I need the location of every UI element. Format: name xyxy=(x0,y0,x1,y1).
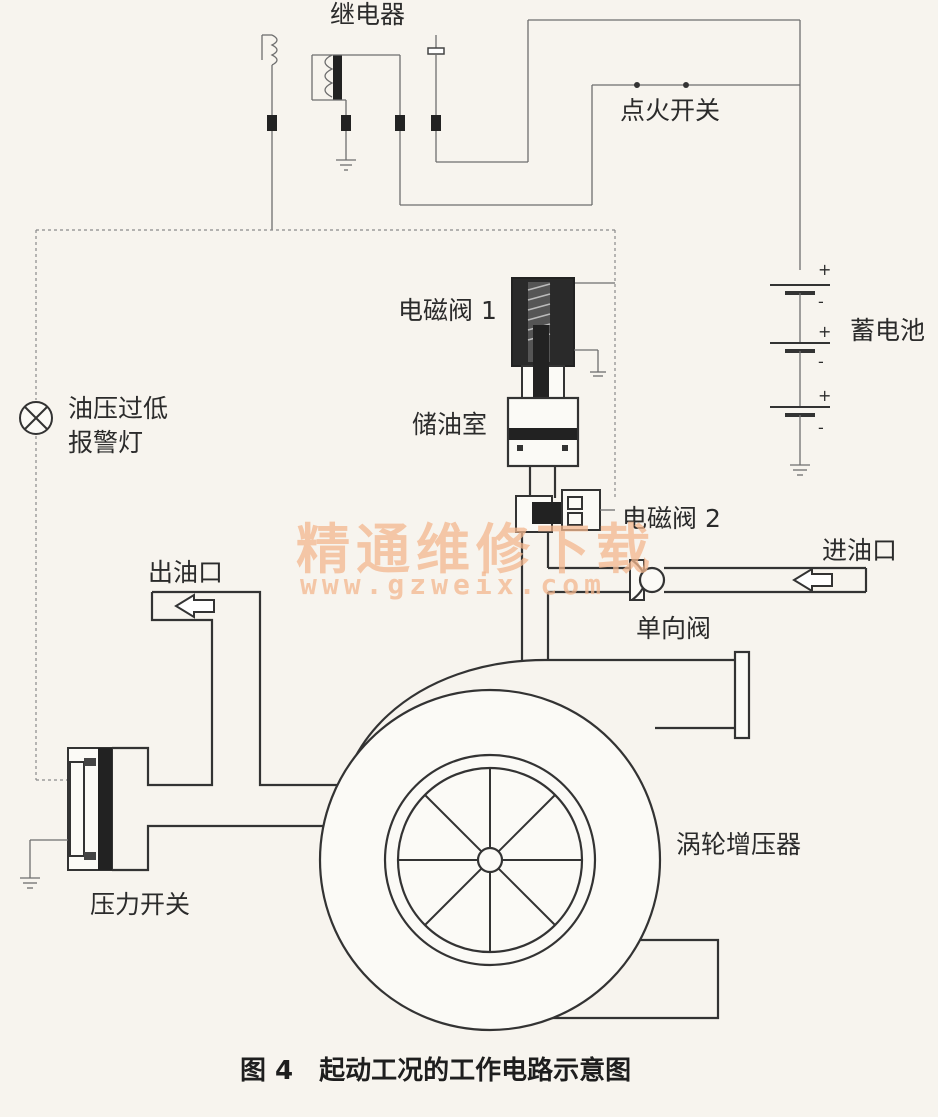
wiring xyxy=(35,19,801,781)
oil-outlet-pipe xyxy=(112,590,340,872)
check-valve-symbol xyxy=(629,559,868,601)
battery-symbol xyxy=(770,284,830,476)
figure-caption: 图 4 起动工况的工作电路示意图 xyxy=(240,1056,632,1086)
pressure-switch-label: 压力开关 xyxy=(90,890,191,919)
oil-pipe-vertical xyxy=(520,466,632,660)
turbocharger-symbol xyxy=(318,650,751,1032)
battery-plus-1: + xyxy=(818,260,832,279)
watermark-cn: 精通维修下载 xyxy=(296,518,656,581)
solenoid-valve-2-symbol xyxy=(515,489,615,533)
battery-minus-2: - xyxy=(818,352,824,371)
oil-outlet-label: 出油口 xyxy=(148,558,224,587)
battery-minus-1: - xyxy=(818,292,824,311)
inlet-arrow-icon xyxy=(792,567,833,593)
solenoid-valve-2-label: 电磁阀 2 xyxy=(622,504,721,533)
watermark-url: www.gzweix.com xyxy=(300,568,607,601)
warning-lamp-symbol xyxy=(19,401,53,435)
warning-lamp-label-line2: 报警灯 xyxy=(68,428,144,457)
battery-minus-3: - xyxy=(818,418,824,437)
solenoid-valve-1-label: 电磁阀 1 xyxy=(398,296,497,325)
warning-lamp-label-line1: 油压过低 xyxy=(68,394,169,423)
oil-chamber-symbol xyxy=(506,396,580,468)
check-valve-label: 单向阀 xyxy=(636,614,712,643)
solenoid-valve-1-symbol xyxy=(511,277,606,425)
relay-label: 继电器 xyxy=(330,0,406,29)
battery-plus-2: + xyxy=(818,322,832,341)
oil-inlet-label: 进油口 xyxy=(822,536,898,565)
outlet-arrow-icon xyxy=(174,593,215,619)
turbocharger-label: 涡轮增压器 xyxy=(676,830,802,859)
battery-plus-3: + xyxy=(818,386,832,405)
ignition-switch-label: 点火开关 xyxy=(620,96,721,125)
relay-symbol xyxy=(261,34,445,171)
pressure-switch-symbol xyxy=(20,747,113,889)
battery-label: 蓄电池 xyxy=(850,316,926,345)
oil-chamber-label: 储油室 xyxy=(412,410,488,439)
